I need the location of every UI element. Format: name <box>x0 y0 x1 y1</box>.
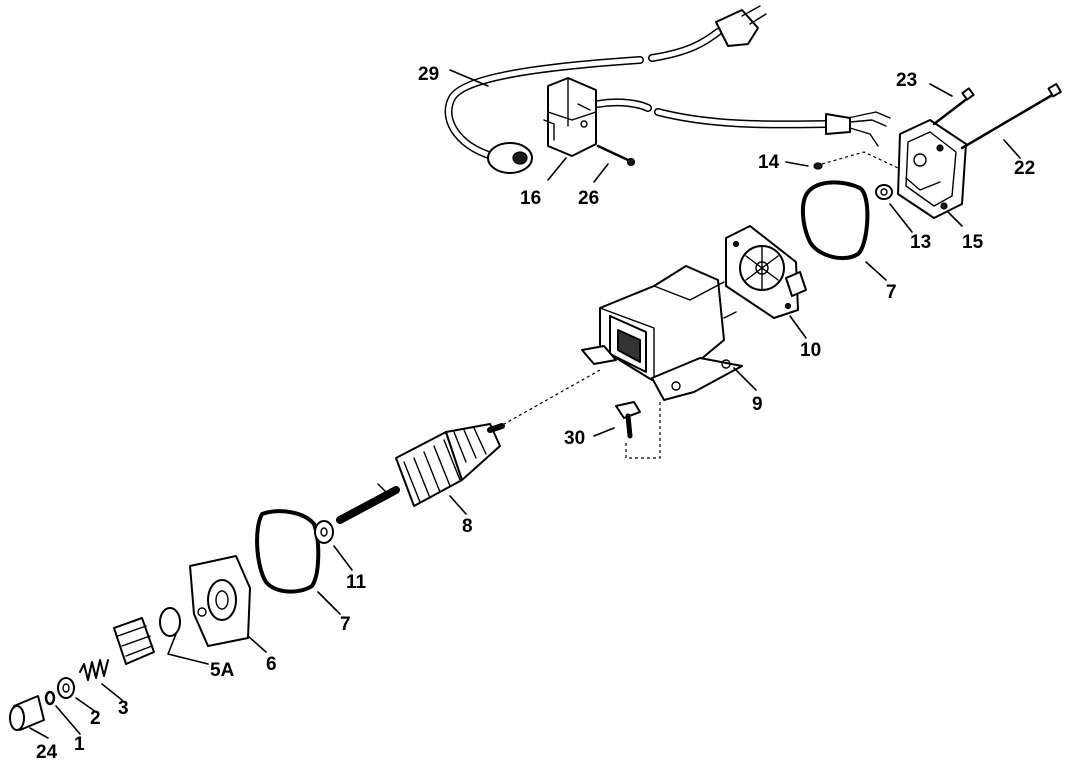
callout-6: 6 <box>266 654 277 675</box>
leader-lines <box>29 69 1021 739</box>
drive-pinion <box>113 607 181 665</box>
callout-16: 16 <box>520 188 541 209</box>
callout-22: 22 <box>1014 158 1035 179</box>
power-cord <box>444 5 767 174</box>
assembly-line-bolt <box>625 402 661 459</box>
through-bolt-22 <box>960 83 1062 150</box>
callout-23: 23 <box>896 70 917 91</box>
callout-24: 24 <box>36 742 58 763</box>
washer-11 <box>314 520 334 544</box>
callout-8: 8 <box>462 516 473 537</box>
spring-3 <box>79 659 109 681</box>
gasket-upper <box>801 180 870 261</box>
screw-14 <box>813 151 899 170</box>
callout-7-lower: 7 <box>340 614 351 635</box>
callout-1: 1 <box>74 734 85 755</box>
motor-housing <box>581 265 743 401</box>
callout-10: 10 <box>800 340 821 361</box>
collar-2 <box>57 677 75 699</box>
callout-2: 2 <box>90 708 101 729</box>
nut-13 <box>875 184 893 200</box>
callout-26: 26 <box>578 188 599 209</box>
callout-29: 29 <box>418 64 439 85</box>
cap-24 <box>9 695 45 731</box>
callout-30: 30 <box>564 428 585 449</box>
switch-screw <box>596 144 636 167</box>
callout-9: 9 <box>752 394 763 415</box>
drive-end-cap <box>189 555 251 647</box>
gasket-lower <box>255 509 321 594</box>
callout-labels: 29 16 26 23 22 14 13 15 7 10 9 30 8 11 7… <box>36 64 1035 763</box>
brush-plate <box>725 225 807 319</box>
retainer-1 <box>44 690 56 706</box>
lead-wires <box>594 98 891 147</box>
callout-11: 11 <box>346 572 367 593</box>
end-cap <box>897 119 967 219</box>
callout-13: 13 <box>910 232 931 253</box>
switch-box <box>543 77 597 157</box>
callout-7-upper: 7 <box>886 282 897 303</box>
callout-15: 15 <box>962 232 984 253</box>
through-bolt-23 <box>932 87 975 126</box>
assembly-line-housing <box>489 369 601 433</box>
callout-3: 3 <box>118 698 129 719</box>
callout-5a: 5A <box>210 660 235 681</box>
armature <box>336 423 505 524</box>
bolt-30 <box>615 401 641 439</box>
callout-14: 14 <box>758 152 780 173</box>
